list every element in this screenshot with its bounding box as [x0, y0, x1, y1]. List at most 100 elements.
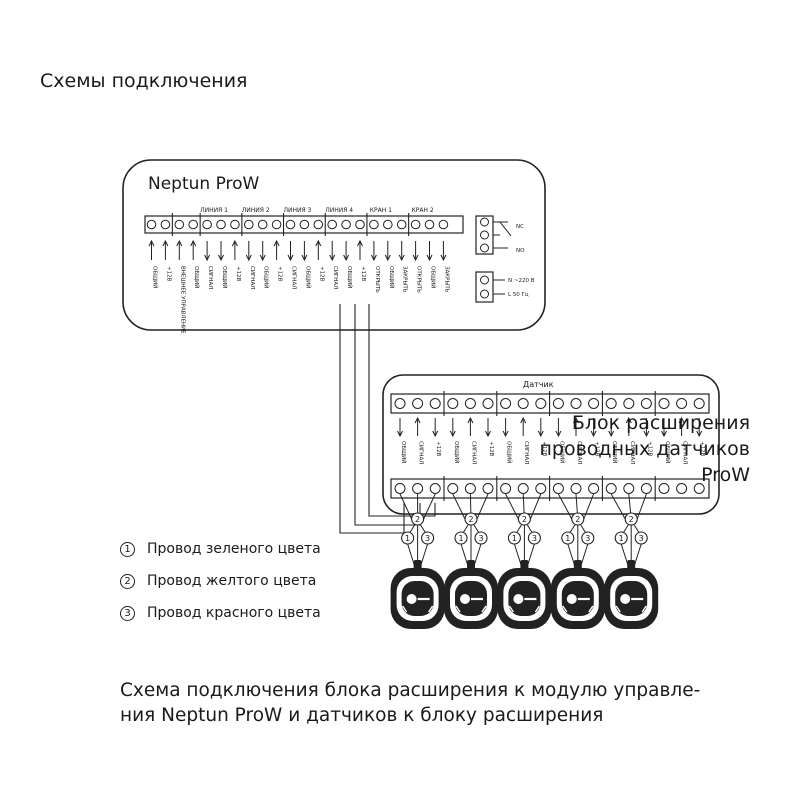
- expansion-box: [382, 374, 720, 515]
- screw-terminal-icon: [396, 219, 407, 230]
- terminal-label: СИГНАЛ: [332, 266, 338, 289]
- screw-terminal-icon: [640, 483, 652, 494]
- terminal-label: +12В: [435, 441, 441, 457]
- legend-text: Провод красного цвета: [147, 605, 321, 621]
- screw-terminal-icon: [313, 219, 324, 230]
- arrow-icon: [590, 430, 597, 438]
- terminal-label: ОБЩИЙ: [664, 441, 671, 463]
- terminal-label: ВНЕШНЕЕ УПРАВЛЕНИЕ: [179, 266, 185, 334]
- terminal-label: СИГНАЛ: [629, 441, 635, 464]
- wire-number: 1: [565, 534, 570, 543]
- arrow-icon: [573, 416, 579, 424]
- wire-number: 1: [458, 534, 463, 543]
- terminal-label: ОБЩИЙ: [388, 266, 395, 288]
- terminal-label: ОБЩИЙ: [304, 266, 311, 288]
- screw-terminal-icon: [676, 483, 688, 494]
- screw-terminal-icon: [216, 219, 226, 230]
- screw-terminal-icon: [640, 398, 652, 409]
- wire-number: 3: [478, 534, 483, 543]
- terminal-label: ОБЩИЙ: [506, 441, 513, 463]
- screw-terminal-icon: [588, 483, 600, 494]
- screw-terminal-icon: [693, 483, 705, 494]
- terminal-label: СИГНАЛ: [207, 266, 213, 289]
- arrow-icon: [537, 430, 544, 438]
- screw-terminal-icon: [355, 219, 365, 230]
- legend-text: Провод зеленого цвета: [147, 541, 321, 557]
- screw-terminal-icon: [447, 398, 459, 409]
- arrow-icon: [148, 239, 155, 247]
- wire-number: 2: [415, 515, 420, 524]
- arrow-icon: [555, 430, 562, 438]
- arrow-icon: [162, 239, 169, 247]
- screw-terminal-icon: [394, 398, 406, 409]
- arrow-icon: [643, 430, 650, 438]
- arrow-icon: [414, 416, 421, 424]
- arrow-icon: [190, 239, 197, 247]
- screw-terminal-icon: [299, 219, 310, 230]
- screw-terminal-icon: [623, 398, 635, 409]
- arrow-icon: [467, 416, 474, 424]
- page-title: Схемы подключения: [40, 70, 248, 92]
- arrow-icon: [412, 254, 419, 262]
- interconnect-wires: [339, 304, 436, 534]
- arrow-icon: [343, 254, 350, 262]
- terminal-label: СИГНАЛ: [523, 441, 529, 464]
- screw-terminal-icon: [676, 398, 688, 409]
- arrow-icon: [432, 430, 439, 438]
- screw-terminal-icon: [438, 219, 449, 230]
- terminal-label: ЗАКРЫТЬ: [443, 266, 449, 293]
- relay-block: NC NO: [475, 215, 525, 255]
- screw-terminal-icon: [693, 398, 705, 409]
- relay-label-nc: NC: [516, 224, 524, 230]
- screw-terminal-icon: [500, 483, 512, 494]
- controller-box: [122, 159, 546, 331]
- wire-number: 2: [522, 515, 527, 524]
- screw-terminal-icon: [535, 483, 547, 494]
- group-label: ЛИНИЯ 1: [200, 207, 228, 214]
- power-label-l: L 50 Гц: [508, 292, 529, 298]
- arrow-icon: [485, 430, 491, 438]
- controller-terminal-labels: ОБЩИЙ +12В ВНЕШНЕЕ УПРАВЛЕНИЕ ОБЩИЙ СИГНАЛ ОБ…: [152, 266, 450, 334]
- wire-number: 1: [619, 534, 624, 543]
- arrow-icon: [520, 416, 527, 424]
- arrow-icon: [608, 430, 615, 438]
- terminal-label: +12В: [699, 441, 705, 457]
- wire-number: 3: [585, 534, 590, 543]
- terminal-label: СИГНАЛ: [249, 266, 255, 289]
- arrow-icon: [315, 239, 322, 247]
- wire-number: 2: [468, 515, 473, 524]
- group-label: КРАН 1: [370, 207, 392, 214]
- expansion-title: Датчик: [523, 380, 554, 389]
- arrow-icon: [273, 239, 280, 247]
- terminal-label: +12В: [165, 266, 171, 282]
- terminal-label: ОБЩИЙ: [400, 441, 407, 463]
- screw-terminal-icon: [424, 219, 435, 230]
- terminal-label: ОБЩИЙ: [152, 266, 159, 288]
- terminal-label: ОБЩИЙ: [193, 266, 200, 288]
- screw-terminal-icon: [230, 219, 240, 230]
- screw-terminal-icon: [341, 219, 351, 230]
- arrow-icon: [398, 254, 405, 262]
- screw-terminal-icon: [535, 398, 547, 409]
- caption-line-3: ProW: [701, 464, 750, 486]
- arrow-icon: [426, 254, 433, 262]
- screw-terminal-icon: [570, 398, 582, 409]
- legend-number-icon: 3: [120, 605, 135, 621]
- terminal-label: СИГНАЛ: [682, 441, 688, 464]
- wire-legend: 1 Провод зеленого цвета 2 Провод желтого…: [120, 540, 321, 636]
- terminal-label: +12В: [318, 266, 324, 282]
- expansion-caption: Блок расширения проводных датчиков ProW: [510, 410, 751, 488]
- terminal-label: СИГНАЛ: [470, 441, 476, 464]
- legend-number-icon: 1: [120, 541, 135, 557]
- screw-terminal-icon: [394, 483, 406, 494]
- group-label: ЛИНИЯ 4: [325, 207, 353, 214]
- power-label-n: N ~220 В: [508, 278, 535, 284]
- terminal-label: ОБЩИЙ: [263, 266, 270, 288]
- screw-terminal-icon: [410, 219, 421, 230]
- screw-terminal-icon: [429, 483, 441, 494]
- terminal-label: ОБЩИЙ: [346, 266, 353, 288]
- screw-terminal-icon: [464, 483, 476, 494]
- screw-terminal-icon: [146, 219, 157, 230]
